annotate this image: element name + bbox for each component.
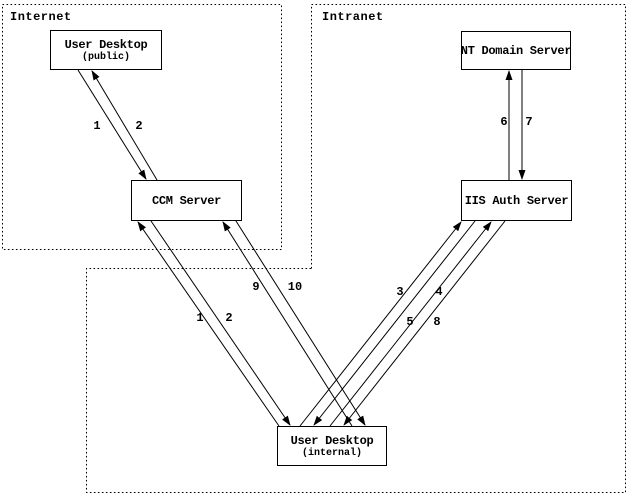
intranet-zone-border <box>86 4 626 493</box>
flow-label-10: 10 <box>287 280 303 294</box>
internet-zone-label: Internet <box>10 10 72 24</box>
flow-label-9: 9 <box>252 280 260 294</box>
node-nt-domain-server: NT Domain Server <box>460 31 572 70</box>
arrow-1-public-desktop-to-ccm <box>77 69 147 180</box>
flow-label-8: 8 <box>433 315 441 329</box>
flow-label-1-public: 1 <box>93 119 101 133</box>
arrow-2-ccm-to-public-desktop <box>91 70 158 181</box>
node-user-desktop-internal: User Desktop (internal) <box>277 426 387 466</box>
internet-zone-border <box>2 4 282 250</box>
arrow-3-internal-desktop-to-iis <box>299 221 462 427</box>
node-title: CCM Server <box>151 193 221 208</box>
arrow-5-internal-desktop-to-iis <box>329 221 492 427</box>
arrow-8-iis-to-internal-desktop <box>343 220 506 426</box>
arrow-1-internal-desktop-to-ccm <box>137 221 280 427</box>
arrow-4-iis-to-internal-desktop <box>313 220 476 426</box>
flow-label-2-internal: 2 <box>225 311 233 325</box>
node-title: NT Domain Server <box>460 43 572 58</box>
intranet-zone-label: Intranet <box>322 10 384 24</box>
flow-label-5: 5 <box>406 315 414 329</box>
node-title: User Desktop <box>290 433 374 448</box>
node-title: IIS Auth Server <box>464 193 569 208</box>
arrow-2-ccm-to-internal-desktop <box>150 220 291 426</box>
flow-label-6: 6 <box>500 115 508 129</box>
arrow-9-internal-desktop-to-ccm <box>222 221 353 427</box>
node-iis-auth-server: IIS Auth Server <box>461 180 572 221</box>
node-subtitle: (public) <box>81 51 130 63</box>
flow-label-2-public: 2 <box>135 119 143 133</box>
flow-label-3: 3 <box>396 285 404 299</box>
node-title: User Desktop <box>64 37 148 52</box>
flow-label-7: 7 <box>525 115 533 129</box>
node-subtitle: (internal) <box>301 447 362 459</box>
flow-label-4: 4 <box>435 285 443 299</box>
node-ccm-server: CCM Server <box>131 180 242 221</box>
flow-label-1-internal: 1 <box>196 311 204 325</box>
node-user-desktop-public: User Desktop (public) <box>50 30 162 70</box>
arrow-10-ccm-to-internal-desktop <box>235 220 366 426</box>
